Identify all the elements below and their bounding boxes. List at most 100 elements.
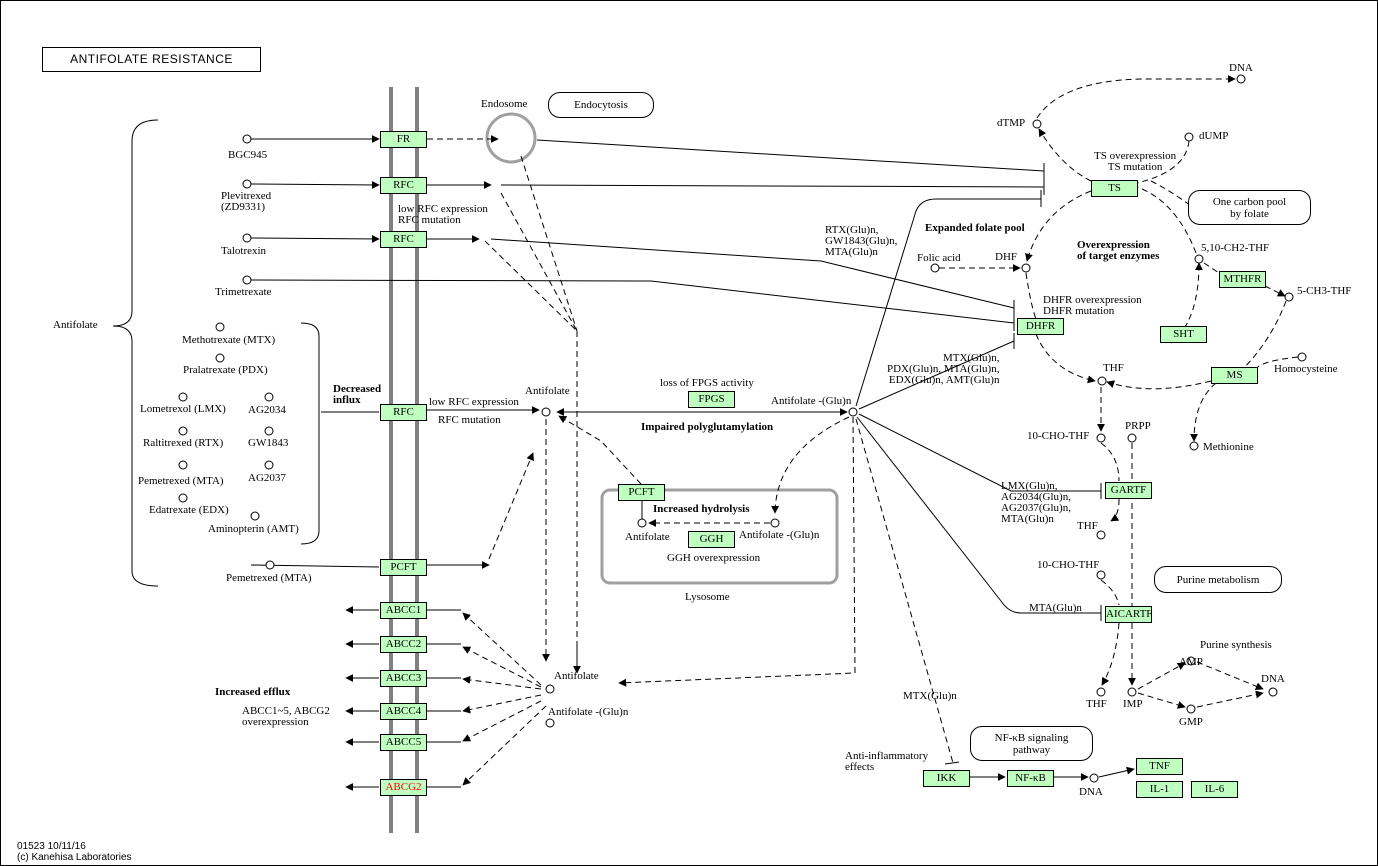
label-imp: IMP <box>1123 698 1143 710</box>
lysosome-box <box>600 488 839 585</box>
compound-plevitrexed <box>242 179 252 189</box>
label-decreased-influx: Decreased influx <box>333 383 382 406</box>
label-pemetrexed: Pemetrexed (MTA) <box>226 572 312 584</box>
label-impaired-polyglutamylation: Impaired polyglutamylation <box>641 421 774 433</box>
label-mta-glu: MTA(Glu)n <box>1029 602 1082 614</box>
label-gw1843: GW1843 <box>248 437 289 449</box>
label-trimetrexate: Trimetrexate <box>215 286 272 298</box>
label-anti-inflammatory: Anti-inflammatory effects <box>845 750 929 773</box>
label-methionine: Methionine <box>1203 441 1254 453</box>
gene-abcc1[interactable]: ABCC1 <box>380 602 427 619</box>
map-endocytosis[interactable]: Endocytosis <box>548 92 654 118</box>
label-edx: Edatrexate (EDX) <box>149 504 229 516</box>
map-purine-metabolism[interactable]: Purine metabolism <box>1154 566 1282 593</box>
label-ag2034: AG2034 <box>248 404 286 416</box>
compound-trimetrexate <box>242 275 252 285</box>
label-dhfr-overexpression: DHFR overexpression DHFR mutation <box>1043 294 1142 317</box>
label-thf: THF <box>1103 362 1124 374</box>
label-amt: Aminopterin (AMT) <box>208 523 299 535</box>
label-expanded-folate-pool: Expanded folate pool <box>925 222 1025 234</box>
label-plevitrexed: Plevitrexed (ZD9331) <box>221 190 272 213</box>
gene-il1[interactable]: IL-1 <box>1136 781 1183 798</box>
gene-nfkb[interactable]: NF-κB <box>1007 770 1054 787</box>
label-10-cho-thf-2: 10-CHO-THF <box>1037 559 1100 571</box>
label-abc-overexpression: ABCC1~5, ABCG2 overexpression <box>242 705 330 728</box>
label-ag2037: AG2037 <box>248 472 286 484</box>
label-bgc945: BGC945 <box>228 149 268 161</box>
label-mtx: Methotrexate (MTX) <box>182 334 276 346</box>
gene-abcg2[interactable]: ABCG2 <box>380 779 427 796</box>
gene-pcft[interactable]: PCFT <box>380 559 427 576</box>
label-endosome: Endosome <box>481 98 528 110</box>
footer-id: 01523 10/11/16 <box>17 841 86 852</box>
gene-ikk[interactable]: IKK <box>923 770 970 787</box>
label-gmp: GMP <box>1179 716 1203 728</box>
label-dna: DNA <box>1229 62 1253 74</box>
label-antifolate-glu: Antifolate -(Glu)n <box>771 395 852 407</box>
gene-tnf[interactable]: TNF <box>1136 758 1183 775</box>
gene-abcc3[interactable]: ABCC3 <box>380 670 427 687</box>
label-5-10-ch2-thf: 5,10-CH2-THF <box>1201 242 1270 254</box>
gene-abcc5[interactable]: ABCC5 <box>380 734 427 751</box>
gene-abcc2[interactable]: ABCC2 <box>380 636 427 653</box>
label-homocysteine: Homocysteine <box>1274 363 1338 375</box>
label-antifolate-glu-lysosome: Antifolate -(Glu)n <box>739 529 820 541</box>
gene-aicartf[interactable]: AICARTF <box>1105 606 1152 623</box>
pathway-title: ANTIFOLATE RESISTANCE <box>42 47 261 72</box>
label-antifolate-2: Antifolate <box>554 670 599 682</box>
label-thf-3: THF <box>1086 698 1107 710</box>
label-rtx-glu: RTX(Glu)n, GW1843(Glu)n, MTA(Glu)n <box>825 224 898 258</box>
label-antifolate-glu-2: Antifolate -(Glu)n <box>548 706 629 718</box>
label-pdx: Pralatrexate (PDX) <box>183 364 268 376</box>
label-5-ch3-thf: 5-CH3-THF <box>1297 285 1352 297</box>
label-mta: Pemetrexed (MTA) <box>138 475 224 487</box>
gene-abcc4[interactable]: ABCC4 <box>380 703 427 720</box>
label-loss-fpgs: loss of FPGS activity <box>660 377 754 389</box>
gene-mthfr[interactable]: MTHFR <box>1219 271 1266 288</box>
label-low-rfc-2: low RFC expression <box>429 396 519 408</box>
gene-ggh[interactable]: GGH <box>688 531 735 548</box>
label-dna-2: DNA <box>1261 673 1285 685</box>
label-purine-synthesis: Purine synthesis <box>1200 639 1272 651</box>
gene-il6[interactable]: IL-6 <box>1191 781 1238 798</box>
gene-gartf[interactable]: GARTF <box>1105 482 1152 499</box>
label-rtx: Raltitrexed (RTX) <box>143 437 224 449</box>
gene-ms[interactable]: MS <box>1211 367 1258 384</box>
label-lysosome: Lysosome <box>685 591 730 603</box>
label-mtx-glu: MTX(Glu)n, PDX(Glu)n, MTA(Glu)n, EDX(Glu… <box>887 352 1000 386</box>
gene-dhfr[interactable]: DHFR <box>1017 318 1064 335</box>
gene-pcft-lysosome[interactable]: PCFT <box>618 484 665 501</box>
label-dtmp: dTMP <box>997 117 1026 129</box>
map-nfkb-signaling[interactable]: NF-κB signaling pathway <box>970 726 1093 761</box>
label-antifolate: Antifolate <box>525 385 570 397</box>
gene-fpgs[interactable]: FPGS <box>688 391 735 408</box>
gene-fr[interactable]: FR <box>380 131 427 148</box>
label-rfc-mutation: RFC mutation <box>438 414 501 426</box>
label-overexpression-target: Overexpression of target enzymes <box>1077 239 1160 262</box>
label-low-rfc: low RFC expression RFC mutation <box>398 203 488 226</box>
label-increased-efflux: Increased efflux <box>215 686 291 698</box>
label-talotrexin: Talotrexin <box>221 245 267 257</box>
gene-sht[interactable]: SHT <box>1160 326 1207 343</box>
map-one-carbon-pool[interactable]: One carbon pool by folate <box>1188 190 1311 225</box>
gene-rfc[interactable]: RFC <box>380 404 427 421</box>
label-dump: dUMP <box>1199 130 1229 142</box>
gene-rfc[interactable]: RFC <box>380 177 427 194</box>
label-amp: AMP <box>1179 656 1203 668</box>
label-lmx: Lometrexol (LMX) <box>140 403 226 415</box>
gene-ts[interactable]: TS <box>1091 180 1138 197</box>
label-thf-2: THF <box>1077 520 1098 532</box>
compound-nodes <box>178 74 1307 783</box>
label-10-cho-thf: 10-CHO-THF <box>1027 430 1090 442</box>
label-ts-overexpression: TS overexpression TS mutation <box>1094 150 1177 173</box>
label-antifolate-group: Antifolate <box>53 319 98 331</box>
gene-rfc[interactable]: RFC <box>380 231 427 248</box>
label-prpp: PRPP <box>1125 420 1151 432</box>
label-folic-acid: Folic acid <box>917 252 961 264</box>
label-increased-hydrolysis: Increased hydrolysis <box>653 503 750 515</box>
label-dhf: DHF <box>995 251 1018 263</box>
footer-copyright: (c) Kanehisa Laboratories <box>17 852 132 863</box>
compound-talotrexin <box>242 233 252 243</box>
